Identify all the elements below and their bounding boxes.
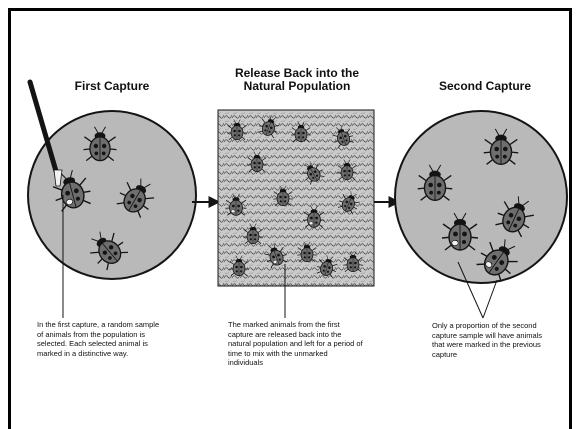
second-capture-caption: Only a proportion of the second capture … bbox=[432, 321, 550, 359]
second-capture-circle bbox=[395, 111, 567, 283]
release-caption: The marked animals from the first captur… bbox=[228, 320, 364, 368]
first-capture-caption: In the first capture, a random sample of… bbox=[37, 320, 167, 358]
second-caption-leader bbox=[483, 280, 497, 318]
first-capture-heading: First Capture bbox=[52, 80, 172, 93]
release-heading: Release Back into the Natural Population bbox=[222, 67, 372, 93]
second-capture-heading: Second Capture bbox=[425, 80, 545, 93]
